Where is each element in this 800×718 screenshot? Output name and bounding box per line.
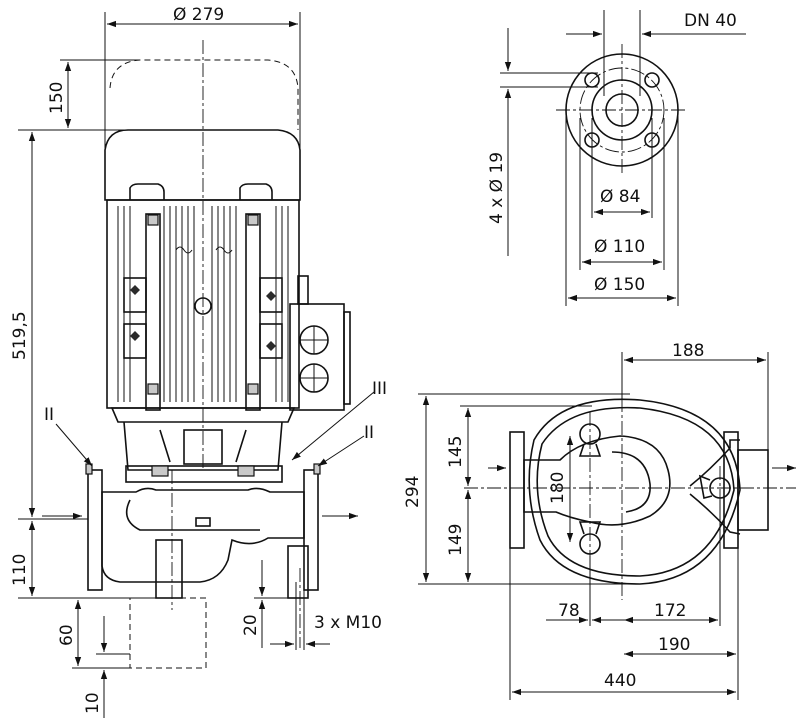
flange-offset-label: 190	[658, 635, 690, 655]
volute	[523, 435, 671, 526]
motor-clearance-outline	[109, 59, 299, 130]
base-offset-label: 10	[83, 692, 103, 714]
callout-top: III	[372, 379, 387, 399]
axis-height-label: 110	[10, 554, 30, 586]
bore-diameter-label: Ø 84	[600, 187, 640, 207]
flange-left	[87, 469, 103, 591]
drain-plug	[195, 517, 211, 527]
terminal-box	[289, 303, 345, 411]
flange-view: DN 40 4 x Ø 19 Ø 84 Ø 110 Ø 150	[487, 10, 746, 306]
total-length-label: 440	[604, 671, 636, 691]
motor-diameter-label: Ø 279	[173, 5, 224, 25]
bolt-hole	[644, 72, 660, 88]
foot-height-label: 20	[241, 614, 261, 636]
pump-casing	[101, 487, 305, 583]
base-height-label: 60	[57, 624, 77, 646]
flange-right	[303, 469, 319, 591]
motor-cap	[104, 129, 301, 201]
motor-clearance-label: 150	[47, 82, 67, 114]
lifting-eye-right	[239, 183, 273, 200]
tie-rod-left	[145, 213, 161, 411]
upper-depth-label: 145	[446, 436, 466, 468]
cooling-fins	[117, 206, 289, 402]
left-hole-offset-label: 78	[558, 601, 580, 621]
top-view: 188 294 145 149 180 78 172 190 440	[403, 341, 796, 700]
callout-left: II	[44, 405, 54, 425]
flange-nominal-size-label: DN 40	[684, 11, 737, 31]
foundation-block	[129, 597, 207, 669]
top-flange-left	[509, 431, 525, 549]
pump-lantern	[110, 407, 296, 423]
flange-outer-diameter-label: Ø 150	[594, 275, 645, 295]
pump-foot-right	[287, 545, 309, 599]
bracket-right-lower	[259, 323, 283, 359]
bolt-circle-label: Ø 110	[594, 237, 645, 257]
front-view: Ø 279 150 519,5 110 60 10 20	[10, 5, 387, 718]
hole-spacing-label: 180	[548, 472, 568, 504]
bracket-right-upper	[259, 277, 283, 313]
lifting-eye-left	[129, 183, 165, 200]
right-hole-offset-label: 172	[654, 601, 686, 621]
casing-outline	[528, 398, 741, 585]
bracket-left-lower	[123, 323, 147, 359]
bracket-left-upper	[123, 277, 147, 313]
rear-offset-label: 188	[672, 341, 704, 361]
bolt-holes-label: 4 x Ø 19	[487, 152, 507, 224]
tie-rod-right	[245, 213, 261, 411]
lower-depth-label: 149	[446, 524, 466, 556]
total-depth-label: 294	[403, 476, 423, 508]
callout-right: II	[364, 423, 374, 443]
pump-foot-left	[155, 539, 183, 599]
pump-head	[125, 465, 283, 483]
foot-thread-label: 3 x M10	[314, 613, 382, 633]
total-height-label: 519,5	[10, 311, 30, 360]
